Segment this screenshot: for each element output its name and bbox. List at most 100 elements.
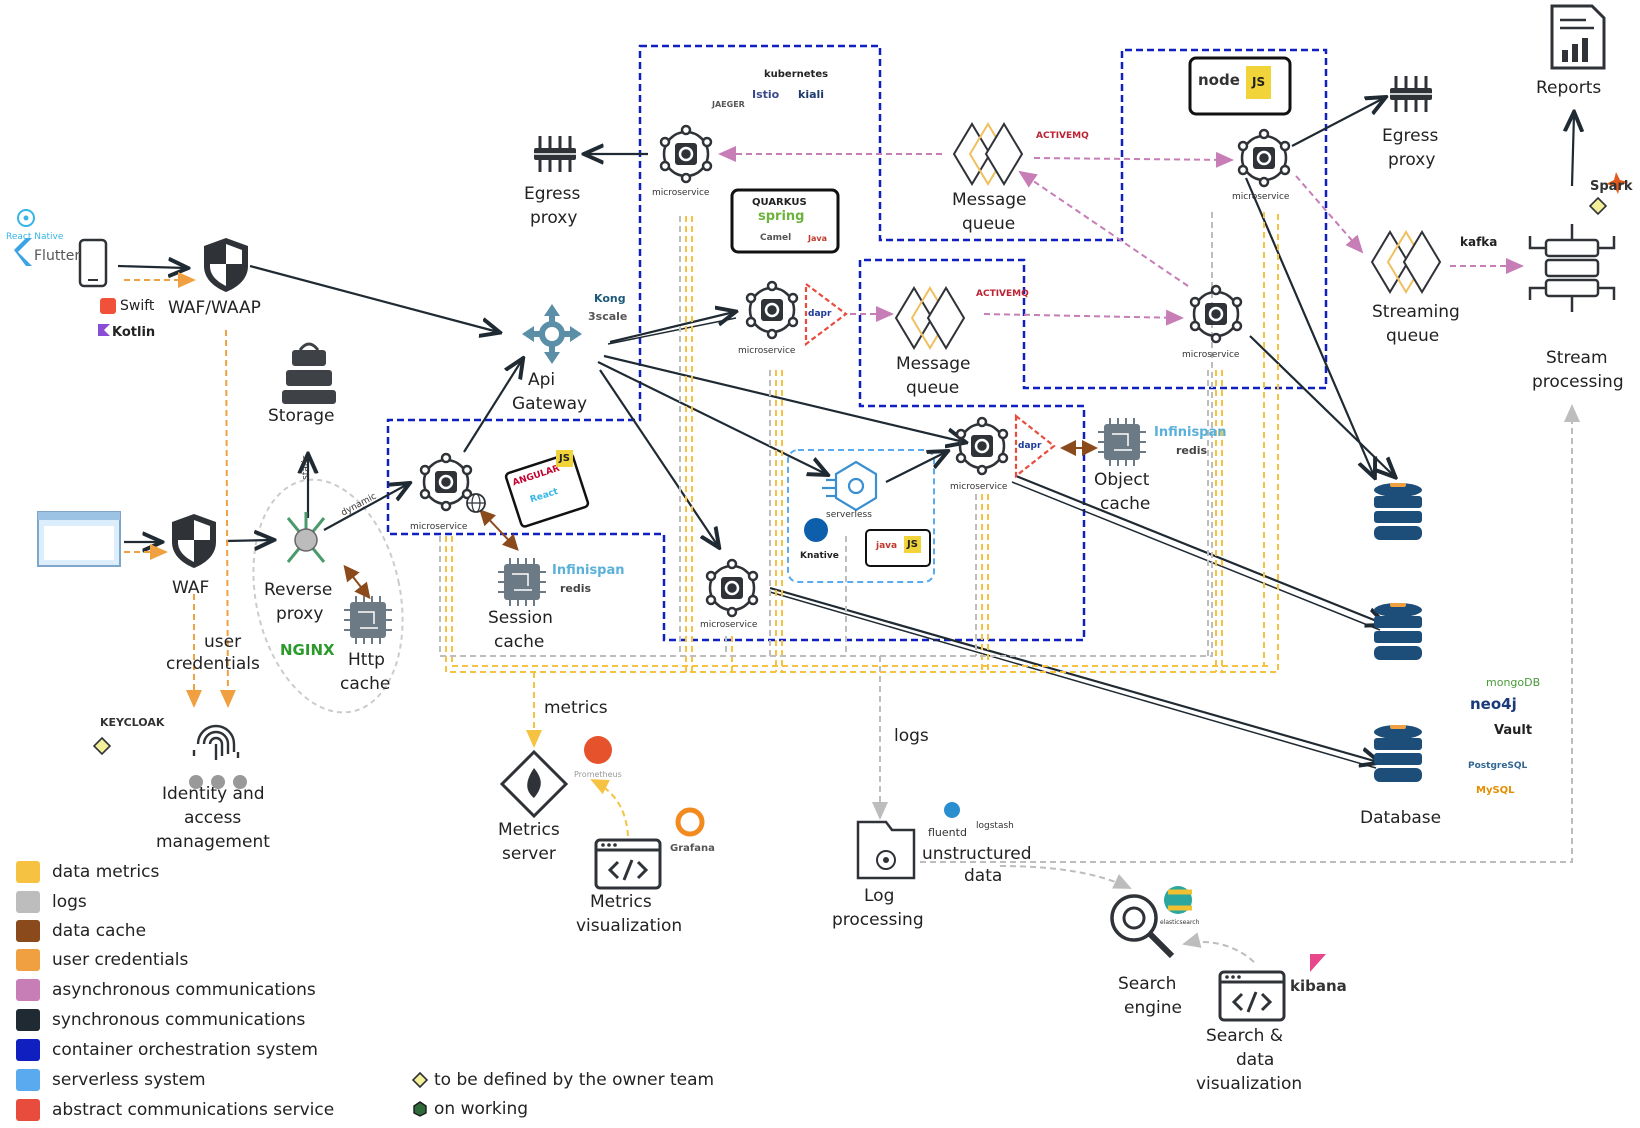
egress-proxy-left-label-2: proxy — [530, 208, 578, 228]
unstructured-data-label-1: unstructured — [922, 844, 1032, 864]
knative-logo: Knative — [800, 551, 839, 561]
fingerprint-icon — [192, 724, 240, 760]
http-cache-chip-icon — [343, 595, 393, 645]
js-logo-node: JS — [1246, 66, 1272, 99]
working-marker-icon — [413, 1101, 427, 1117]
dapr-label-1: dapr — [808, 309, 832, 319]
object-cache-chip-icon — [1097, 417, 1147, 467]
spark-logo-icon — [1606, 172, 1628, 194]
reverse-proxy-zone — [252, 478, 404, 714]
database-3-icon — [1374, 725, 1422, 782]
legend-item-serverless: serverless system — [16, 1068, 206, 1092]
streaming-queue-label-1: Streaming — [1372, 302, 1460, 322]
reports-label: Reports — [1536, 78, 1602, 98]
legend-item-user-credentials: user credentials — [16, 948, 188, 972]
search-viz-label-1: Search & — [1206, 1026, 1284, 1046]
reverse-proxy-icon — [286, 512, 326, 563]
java-stack-box — [730, 188, 840, 254]
spark-logo: Spark — [1590, 179, 1633, 194]
note-tbd-label: to be defined by the owner team — [434, 1070, 715, 1090]
storage-icon — [282, 342, 336, 404]
js-logo-serverless: JS — [904, 536, 921, 553]
serverless-icon — [822, 460, 878, 512]
database-label: Database — [1360, 808, 1442, 828]
message-queue-top-icon — [953, 123, 1023, 185]
legend-item-data-cache: data cache — [16, 919, 146, 943]
kafka-logo: kafka — [1460, 235, 1498, 249]
node-logo: node — [1198, 71, 1240, 89]
orchestration-area-main — [386, 44, 1328, 642]
reverse-proxy-label-1: Reverse — [264, 580, 333, 600]
fluentd-logo: fluentd — [928, 826, 967, 839]
microservice-label-2: microservice — [738, 346, 796, 356]
fluentd-logo-icon — [944, 802, 960, 818]
search-viz-label-3: visualization — [1196, 1074, 1303, 1094]
swift-logo-icon — [100, 298, 116, 314]
session-cache-label-2: cache — [494, 632, 545, 652]
user-credentials-label-2: credentials — [166, 654, 260, 674]
kibana-logo-icon — [1310, 954, 1326, 972]
search-engine-label-2: engine — [1124, 998, 1182, 1018]
grafana-logo: Grafana — [670, 843, 715, 854]
api-gateway-label-2: Gateway — [512, 394, 588, 414]
legend-label: serverless system — [52, 1070, 206, 1090]
postgresql-logo: PostgreSQL — [1468, 761, 1528, 771]
react-native-label: React Native — [6, 232, 64, 242]
flutter-logo-icon — [14, 238, 32, 266]
database-2-icon — [1374, 603, 1422, 660]
vault-logo: Vault — [1494, 723, 1533, 738]
metrics-server-label-1: Metrics — [498, 820, 560, 840]
waf-shield-icon — [172, 514, 216, 568]
storage-label: Storage — [268, 406, 335, 426]
legend-label: user credentials — [52, 950, 189, 970]
prometheus-logo: Prometheus — [574, 770, 622, 779]
legend-swatch — [16, 1039, 40, 1061]
egress-proxy-left-icon — [532, 134, 578, 174]
redis-logo-object: redis — [1176, 444, 1208, 457]
legend-swatch — [16, 891, 40, 913]
http-cache-label-1: Http — [348, 650, 385, 670]
reverse-proxy-label-2: proxy — [276, 604, 324, 624]
search-engine-icon — [1110, 894, 1175, 959]
legend-label: logs — [52, 892, 87, 912]
jaeger-logo: JAEGER — [712, 100, 745, 109]
microservice-label-4: microservice — [950, 482, 1008, 492]
search-engine-label-1: Search — [1118, 974, 1177, 994]
prometheus-logo-icon — [584, 736, 612, 764]
kibana-logo: kibana — [1290, 977, 1347, 995]
database-1-icon — [1374, 483, 1422, 540]
microservice-node-4 — [955, 416, 1009, 476]
kotlin-label: Kotlin — [112, 325, 156, 340]
kiali-logo: kiali — [798, 88, 825, 101]
logstash-logo: logstash — [976, 821, 1014, 831]
redis-logo-session: redis — [560, 582, 592, 595]
streaming-queue-icon — [1371, 231, 1441, 293]
user-credentials-label-1: user — [204, 632, 242, 652]
legend-item-async: asynchronous communications — [16, 978, 316, 1002]
elasticsearch-logo: elasticsearch — [1160, 919, 1200, 926]
flutter-label: Flutter — [34, 248, 81, 264]
session-cache-chip-icon — [497, 557, 547, 607]
object-cache-label-1: Object — [1094, 470, 1150, 490]
serverless-area — [787, 449, 935, 583]
message-queue-top-label-1: Message — [952, 190, 1027, 210]
mobile-phone-icon — [78, 238, 108, 288]
stream-processing-icon — [1528, 224, 1616, 312]
legend-swatch — [16, 1009, 40, 1031]
message-queue-mid-label-2: queue — [906, 378, 960, 398]
note-working: on working — [412, 1099, 528, 1119]
tbd-marker-keycloak — [92, 736, 112, 756]
legend-label: data cache — [52, 921, 147, 941]
keycloak-logo: KEYCLOAK — [100, 716, 165, 729]
identity-label-2: access — [184, 808, 242, 828]
egress-proxy-left-label-1: Egress — [524, 184, 581, 204]
legend-label: synchronous communications — [52, 1010, 306, 1030]
react-native-logo-icon — [17, 209, 35, 227]
java-logo-serverless: java — [876, 541, 898, 551]
log-processing-label-1: Log — [864, 886, 895, 906]
http-cache-label-2: cache — [340, 674, 391, 694]
microservice-label-5: microservice — [700, 620, 758, 630]
frontend-logos-box — [504, 452, 590, 528]
istio-logo: Istio — [752, 88, 780, 101]
